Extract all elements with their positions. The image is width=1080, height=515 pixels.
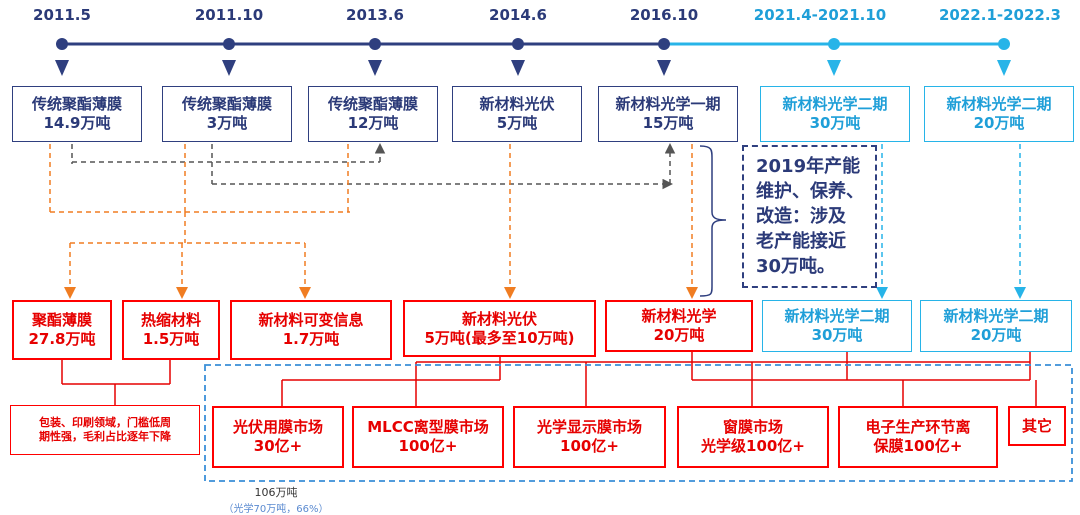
timeline-dot	[828, 38, 840, 50]
box-title: 新材料光学一期	[615, 95, 721, 114]
box-title: 聚酯薄膜	[31, 311, 92, 330]
timeline-date: 2011.10	[194, 6, 264, 24]
packaging-note: 包装、印刷领域，门槛低周 期性强，毛利占比逐年下降	[10, 405, 200, 455]
box-value: 5万吨(最多至10万吨)	[424, 328, 575, 347]
box-title: MLCC离型膜市场	[367, 418, 489, 437]
box-value: 100亿+	[398, 437, 458, 455]
mid-box-heat-shrink: 热缩材料 1.5万吨	[122, 300, 220, 360]
timeline-triangle	[827, 60, 841, 76]
timeline-triangle	[997, 60, 1011, 76]
mid-box-optical-phase2-a: 新材料光学二期 30万吨	[762, 300, 912, 352]
box-title: 传统聚酯薄膜	[31, 95, 122, 114]
box-value: 30万吨	[809, 114, 861, 132]
top-box-traditional-3: 传统聚酯薄膜 12万吨	[308, 86, 438, 142]
mid-box-variable-info: 新材料可变信息 1.7万吨	[230, 300, 392, 360]
box-title: 新材料可变信息	[258, 311, 364, 330]
market-group-frame	[204, 364, 1073, 482]
top-box-pv: 新材料光伏 5万吨	[452, 86, 582, 142]
box-value: 27.8万吨	[28, 330, 96, 348]
timeline-triangle	[368, 60, 382, 76]
box-title: 新材料光学二期	[784, 307, 890, 326]
mid-box-optical: 新材料光学 20万吨	[605, 300, 753, 352]
box-title: 新材料光伏	[461, 309, 537, 328]
note-line: 包装、印刷领域，门槛低周	[39, 416, 171, 430]
market-box-mlcc: MLCC离型膜市场 100亿+	[352, 406, 504, 468]
timeline-dot	[223, 38, 235, 50]
box-value: 20万吨	[653, 326, 705, 344]
gray-connectors	[71, 143, 676, 190]
box-value: 光学级100亿+	[701, 437, 805, 455]
box-title: 电子生产环节离	[865, 418, 971, 437]
note-bracket	[699, 145, 727, 297]
orange-connectors	[49, 144, 698, 299]
top-box-optical-phase1: 新材料光学一期 15万吨	[598, 86, 738, 142]
timeline-date: 2011.5	[33, 6, 91, 24]
box-value: 15万吨	[642, 114, 694, 132]
footnote-detail: （光学70万吨，66%）	[223, 504, 329, 515]
timeline-dot	[56, 38, 68, 50]
box-value: 12万吨	[347, 114, 399, 132]
timeline-triangle	[55, 60, 69, 76]
box-value: 30亿+	[253, 437, 303, 455]
box-title: 传统聚酯薄膜	[181, 95, 272, 114]
box-value: 100亿+	[560, 437, 619, 455]
box-value: 20万吨	[970, 326, 1022, 344]
top-box-optical-phase2-a: 新材料光学二期 30万吨	[760, 86, 910, 142]
timeline-triangle	[511, 60, 525, 76]
box-value: 30万吨	[811, 326, 863, 344]
box-title: 新材料光学	[641, 307, 717, 326]
timeline-markers	[55, 38, 1011, 76]
note-line: 30万吨。	[756, 256, 836, 278]
note-line: 期性强，毛利占比逐年下降	[39, 430, 171, 443]
timeline-date: 2022.1-2022.3	[939, 6, 1061, 24]
maintenance-note: 2019年产能 维护、保养、 改造：涉及 老产能接近 30万吨。	[742, 145, 877, 288]
box-title: 其它	[1021, 416, 1052, 435]
box-value: 20万吨	[973, 114, 1025, 132]
top-box-optical-phase2-b: 新材料光学二期 20万吨	[924, 86, 1074, 142]
box-title: 光伏用膜市场	[232, 418, 323, 437]
note-line: 老产能接近	[756, 231, 846, 253]
box-value: 3万吨	[206, 114, 248, 132]
footnote-total: 106万吨	[254, 486, 298, 499]
box-value: 1.5万吨	[142, 330, 200, 348]
box-title: 新材料光伏	[479, 95, 555, 114]
timeline-dot	[658, 38, 670, 50]
blue-connectors	[876, 144, 1026, 299]
mid-box-optical-phase2-b: 新材料光学二期 20万吨	[920, 300, 1072, 352]
timeline-date: 2016.10	[629, 6, 699, 24]
timeline-dot	[369, 38, 381, 50]
box-value: 保膜100亿+	[873, 437, 963, 455]
timeline-date: 2021.4-2021.10	[753, 6, 887, 24]
market-box-other: 其它	[1008, 406, 1066, 446]
mid-box-pv: 新材料光伏 5万吨(最多至10万吨)	[403, 300, 596, 357]
market-box-window-film: 窗膜市场 光学级100亿+	[677, 406, 829, 468]
top-box-traditional-2: 传统聚酯薄膜 3万吨	[162, 86, 292, 142]
market-box-electronic-protection: 电子生产环节离 保膜100亿+	[838, 406, 998, 468]
note-line: 维护、保养、	[756, 180, 864, 202]
red-connectors	[61, 352, 1037, 406]
box-title: 新材料光学二期	[946, 95, 1052, 114]
note-line: 改造：涉及	[756, 205, 846, 227]
timeline-dot	[512, 38, 524, 50]
note-line: 2019年产能	[756, 155, 861, 177]
box-value: 5万吨	[496, 114, 538, 132]
timeline-triangle	[222, 60, 236, 76]
timeline-triangle	[657, 60, 671, 76]
box-value: 14.9万吨	[43, 114, 111, 132]
timeline-date: 2013.6	[346, 6, 404, 24]
timeline-dot	[998, 38, 1010, 50]
market-box-pv-film: 光伏用膜市场 30亿+	[212, 406, 344, 468]
mid-box-polyester: 聚酯薄膜 27.8万吨	[12, 300, 112, 360]
box-title: 热缩材料	[140, 311, 201, 330]
timeline-date: 2014.6	[489, 6, 547, 24]
box-title: 窗膜市场	[722, 418, 783, 437]
box-value: 1.7万吨	[282, 330, 340, 348]
box-title: 新材料光学二期	[782, 95, 888, 114]
box-title: 传统聚酯薄膜	[327, 95, 418, 114]
box-title: 新材料光学二期	[943, 307, 1049, 326]
top-box-traditional-1: 传统聚酯薄膜 14.9万吨	[12, 86, 142, 142]
box-title: 光学显示膜市场	[536, 418, 642, 437]
market-box-optical-display: 光学显示膜市场 100亿+	[513, 406, 666, 468]
